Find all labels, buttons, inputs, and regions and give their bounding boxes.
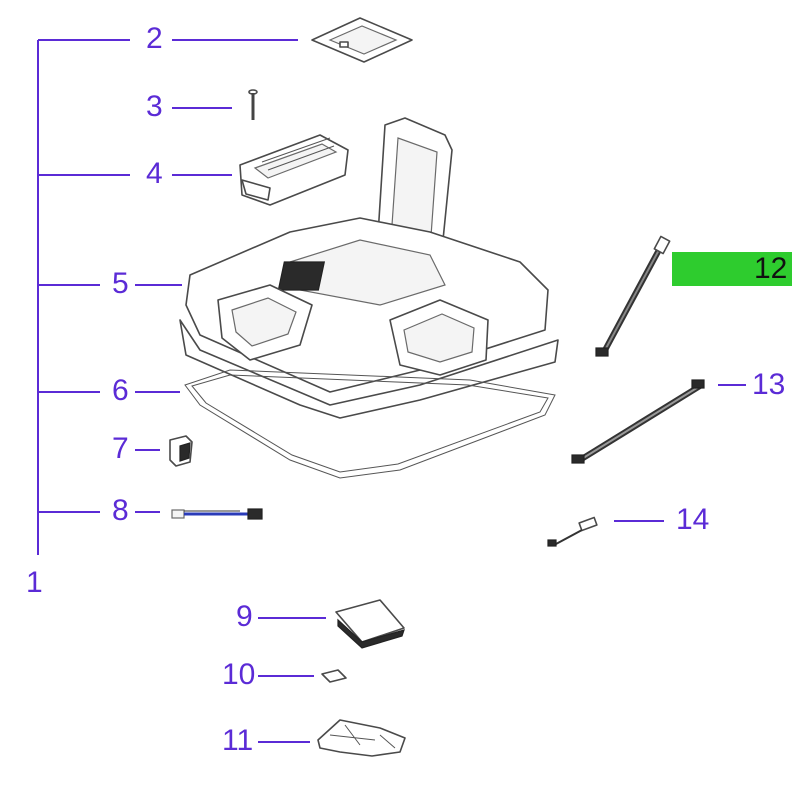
part-14-cable (547, 516, 598, 547)
callout-5: 5 (112, 267, 129, 300)
callout-10: 10 (222, 658, 256, 691)
part-5-main-housing (179, 117, 559, 419)
callout-13: 13 (752, 368, 786, 401)
callout-6: 6 (112, 374, 129, 407)
part-2-label-plate (311, 17, 413, 63)
part-7-cap (169, 435, 193, 467)
part-9-module (335, 599, 405, 649)
callout-9: 9 (236, 600, 253, 633)
callout-2: 2 (146, 22, 163, 55)
callout-12: 12 (672, 252, 792, 286)
part-6-gasket (184, 369, 556, 479)
part-8-cable (171, 508, 263, 520)
callout-14: 14 (676, 503, 710, 536)
part-13-cable (571, 379, 705, 464)
callout-8: 8 (112, 494, 129, 527)
part-12-cable (595, 235, 671, 357)
callout-3: 3 (146, 90, 163, 123)
part-4-handle-cover (239, 134, 349, 206)
callout-4: 4 (146, 157, 163, 190)
part-11-bracket (317, 719, 406, 757)
callout-1: 1 (26, 566, 43, 599)
callout-11: 11 (222, 724, 254, 757)
callout-1-bracket (37, 39, 130, 555)
part-3-screw (248, 89, 258, 120)
callout-7: 7 (112, 432, 129, 465)
part-10-chip (321, 669, 347, 683)
